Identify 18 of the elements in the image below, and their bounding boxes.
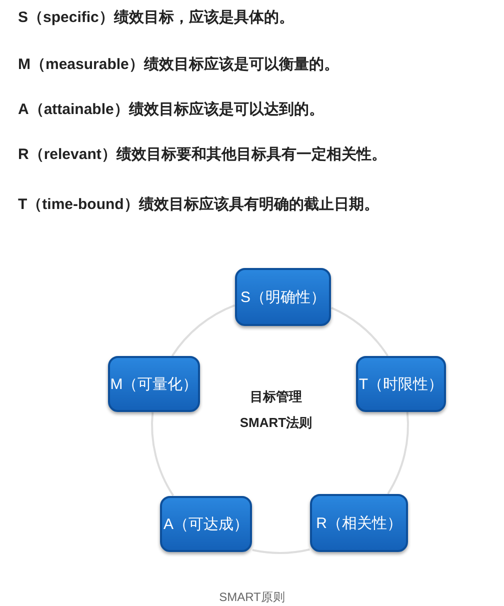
definition-text: A（attainable）绩效目标应该是可以达到的。 <box>18 100 324 119</box>
ring-arc <box>171 304 236 357</box>
ring-arc <box>330 306 388 356</box>
definition-text: R（relevant）绩效目标要和其他目标具有一定相关性。 <box>18 145 386 164</box>
principle-box: T（时限性） <box>356 356 446 412</box>
principle-box: A（可达成） <box>160 496 252 552</box>
ring-arc <box>387 412 409 494</box>
principle-box: M（可量化） <box>108 356 200 412</box>
definition-text: M（measurable）绩效目标应该是可以衡量的。 <box>18 55 339 74</box>
definition-text: S（specific）绩效目标，应该是具体的。 <box>18 8 294 27</box>
center-title: 目标管理 <box>249 388 303 406</box>
definition-text: T（time-bound）绩效目标应该具有明确的截止日期。 <box>18 195 379 214</box>
ring-arc <box>252 548 310 554</box>
principle-box: R（相关性） <box>310 494 408 552</box>
ring-arc <box>151 412 174 496</box>
principle-box: S（明确性） <box>235 268 331 326</box>
caption: SMART原则 <box>218 589 286 606</box>
center-title: SMART法则 <box>238 414 314 432</box>
